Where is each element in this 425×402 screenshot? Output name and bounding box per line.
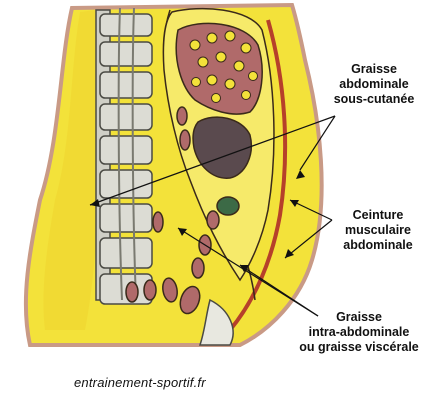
label-visceral-fat: Graisse intra-abdominale ou graisse visc… — [296, 310, 422, 355]
label-line: abdominale — [326, 77, 422, 92]
label-line: abdominale — [334, 238, 422, 253]
label-line: Graisse — [326, 62, 422, 77]
watermark-text: entrainement-sportif.fr — [74, 375, 206, 390]
label-line: Graisse — [296, 310, 422, 325]
label-abdominal-muscle-belt: Ceinture musculaire abdominale — [334, 208, 422, 253]
label-subcutaneous-fat: Graisse abdominale sous-cutanée — [326, 62, 422, 107]
label-line: sous-cutanée — [326, 92, 422, 107]
label-line: Ceinture — [334, 208, 422, 223]
spine — [96, 8, 152, 304]
label-line: ou graisse viscérale — [296, 340, 422, 355]
green-organ — [217, 197, 239, 215]
label-line: intra-abdominale — [296, 325, 422, 340]
label-line: musculaire — [334, 223, 422, 238]
